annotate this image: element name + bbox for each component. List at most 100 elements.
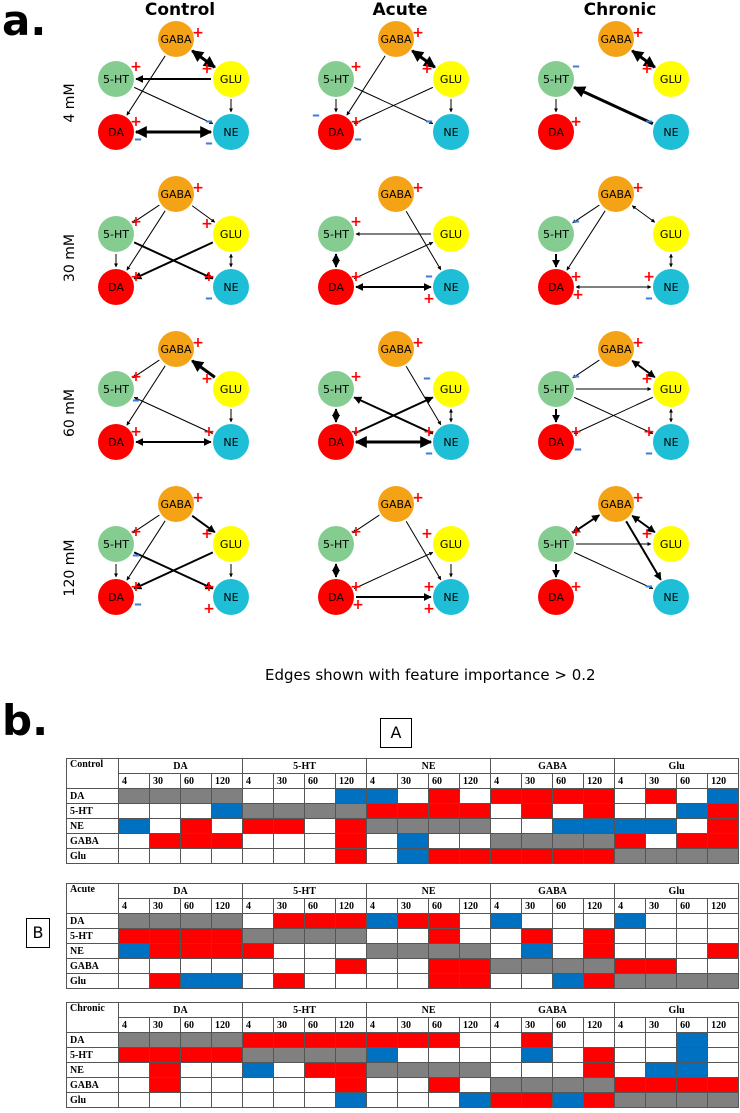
concentration-header: 30 <box>273 1017 306 1033</box>
matrix-cell <box>304 803 337 819</box>
matrix-cell <box>614 913 647 929</box>
svg-text:GLU: GLU <box>660 228 682 241</box>
matrix-cell <box>335 1032 368 1048</box>
matrix-cell <box>428 928 461 944</box>
node-5ht: 5-HT <box>318 216 354 252</box>
matrix-cell <box>521 833 554 849</box>
svg-text:GABA: GABA <box>600 343 632 356</box>
matrix-cell <box>428 833 461 849</box>
matrix-cell <box>707 913 740 929</box>
svg-text:5-HT: 5-HT <box>323 228 349 241</box>
node-da: DA <box>318 424 354 460</box>
matrix-cell <box>335 943 368 959</box>
svg-text:5-HT: 5-HT <box>323 538 349 551</box>
node-5ht: 5-HT <box>538 61 574 97</box>
node-5ht: 5-HT <box>318 61 354 97</box>
svg-text:DA: DA <box>328 126 344 139</box>
matrix-cell <box>335 913 368 929</box>
matrix-cell <box>428 943 461 959</box>
group-header: GABA <box>490 1002 616 1018</box>
node-da: DA <box>538 269 574 305</box>
sign-plus: + <box>423 424 435 440</box>
concentration-header: 4 <box>490 898 523 914</box>
matrix-cell <box>118 1077 150 1093</box>
matrix-cell <box>273 913 306 929</box>
matrix-cell <box>707 788 740 804</box>
matrix-cell <box>210 848 244 864</box>
matrix-cell <box>366 1032 399 1048</box>
sign-minus: – <box>423 368 431 387</box>
svg-text:DA: DA <box>548 436 564 449</box>
matrix-cell <box>583 818 616 834</box>
row-label: 5-HT <box>66 1047 119 1063</box>
matrix-cell <box>707 928 740 944</box>
matrix-cell <box>397 833 430 849</box>
matrix-cell <box>583 848 616 864</box>
node-gaba: GABA <box>378 331 414 367</box>
concentration-header: 60 <box>428 1017 461 1033</box>
matrix-cell <box>397 943 430 959</box>
group-header: GABA <box>490 758 616 774</box>
matrix-cell <box>521 928 554 944</box>
svg-text:GLU: GLU <box>660 383 682 396</box>
sign-plus: + <box>130 579 142 595</box>
matrix-cell <box>242 943 275 959</box>
matrix-cell <box>490 803 523 819</box>
matrix-title: Chronic <box>66 1002 119 1033</box>
matrix-cell <box>490 913 523 929</box>
matrix-cell <box>210 788 244 804</box>
node-glu: GLU <box>653 371 689 407</box>
sign-minus: – <box>574 439 582 458</box>
sign-plus: + <box>201 216 213 232</box>
sign-minus: – <box>205 111 213 130</box>
matrix-cell <box>490 1047 523 1063</box>
node-glu: GLU <box>213 371 249 407</box>
matrix-cell <box>428 1077 461 1093</box>
node-da: DA <box>98 269 134 305</box>
matrix-cell <box>180 1092 212 1108</box>
concentration-header: 4 <box>614 773 647 789</box>
concentration-header: 60 <box>180 898 212 914</box>
matrix-cell <box>366 803 399 819</box>
sign-minus: – <box>645 288 653 307</box>
node-da: DA <box>538 579 574 615</box>
concentration-header: 120 <box>707 773 740 789</box>
sign-minus: – <box>205 133 213 152</box>
svg-text:DA: DA <box>108 126 124 139</box>
matrix-cell <box>583 1092 616 1108</box>
matrix-cell <box>521 788 554 804</box>
matrix-cell <box>335 818 368 834</box>
matrix-cell <box>614 1032 647 1048</box>
matrix-cell <box>366 848 399 864</box>
concentration-header: 30 <box>397 898 430 914</box>
concentration-header: 120 <box>459 773 492 789</box>
matrix-cell <box>210 1092 244 1108</box>
edge-glu-gaba <box>411 49 436 69</box>
matrix-cell <box>428 848 461 864</box>
matrix-cell <box>149 818 181 834</box>
matrix-cell <box>180 803 212 819</box>
matrix-cell <box>304 788 337 804</box>
node-gaba: GABA <box>158 21 194 57</box>
matrix-cell <box>210 818 244 834</box>
group-header: Glu <box>614 1002 740 1018</box>
svg-text:DA: DA <box>548 126 564 139</box>
matrix-cell <box>707 833 740 849</box>
sign-plus: + <box>350 424 362 440</box>
matrix-cell <box>304 973 337 989</box>
concentration-header: 4 <box>118 773 150 789</box>
concentration-header: 120 <box>459 1017 492 1033</box>
matrix-cell <box>428 803 461 819</box>
matrix-cell <box>366 928 399 944</box>
matrix-cell <box>304 1062 337 1078</box>
matrix-cell <box>645 818 678 834</box>
matrix-cell <box>552 1077 585 1093</box>
matrix-cell <box>180 1047 212 1063</box>
matrix-cell <box>583 958 616 974</box>
matrix-cell <box>459 848 492 864</box>
